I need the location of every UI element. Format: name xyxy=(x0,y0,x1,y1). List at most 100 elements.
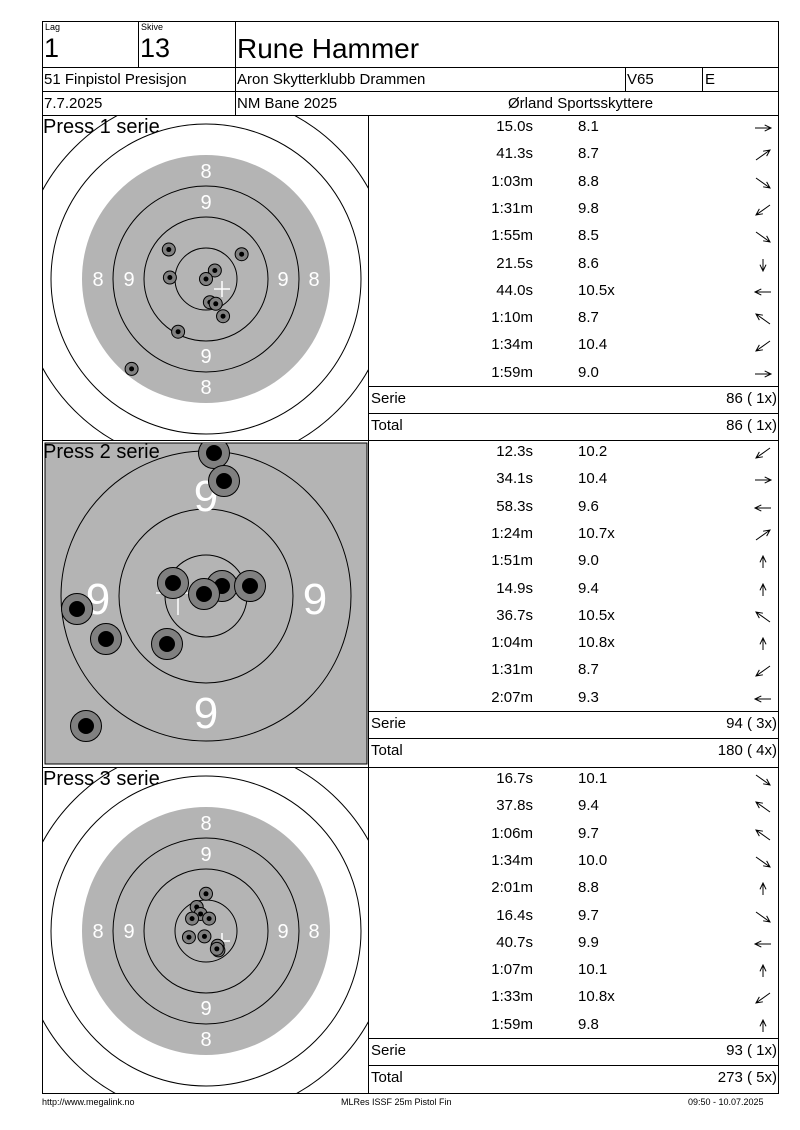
shot-time: 21.5s xyxy=(496,254,533,272)
shot-score: 9.4 xyxy=(578,579,599,597)
ring-number: 9 xyxy=(194,689,218,738)
header-divider xyxy=(235,21,236,115)
target-ring xyxy=(50,123,362,435)
total-label: Total xyxy=(371,742,403,759)
shot-score: 9.7 xyxy=(578,824,599,842)
direction-arrow-icon xyxy=(753,828,773,842)
lag-value: 1 xyxy=(44,33,60,63)
shot-score: 9.3 xyxy=(578,688,599,706)
ring-number: 6 xyxy=(200,439,211,441)
shot-time: 15.0s xyxy=(496,118,533,135)
direction-arrow-icon xyxy=(753,610,773,624)
header-divider xyxy=(138,21,139,67)
shot-score: 10.1 xyxy=(578,770,608,787)
shot-score: 8.8 xyxy=(578,879,599,897)
summary-divider xyxy=(369,711,779,712)
shot-hole xyxy=(188,578,220,610)
shot-time: 1:04m xyxy=(491,634,533,652)
mean-point-cross xyxy=(214,281,230,297)
shot-hole xyxy=(162,270,177,285)
target-ring xyxy=(112,185,300,373)
shot-time: 2:07m xyxy=(491,688,533,706)
shot-score: 8.7 xyxy=(578,661,599,679)
club-name: Aron Skytterklubb Drammen xyxy=(237,71,426,88)
skive-value: 13 xyxy=(140,33,171,63)
shot-hole xyxy=(161,242,176,257)
total-label: Total xyxy=(371,1069,403,1086)
shot-score: 10.4 xyxy=(578,336,608,354)
shot-time: 2:01m xyxy=(491,879,533,897)
series-title: Press 1 serie xyxy=(43,116,160,138)
shot-time: 16.7s xyxy=(496,770,533,787)
shot-score: 8.1 xyxy=(578,118,599,135)
direction-arrow-icon xyxy=(753,882,773,896)
target-ring xyxy=(143,868,269,994)
shot-hole xyxy=(197,929,212,944)
shot-score: 10.8x xyxy=(578,988,615,1006)
direction-arrow-icon xyxy=(753,473,773,487)
shot-time: 1:34m xyxy=(491,336,533,354)
series-divider xyxy=(42,440,779,441)
direction-arrow-icon xyxy=(753,203,773,217)
total-value: 86 ( 1x) xyxy=(726,417,777,434)
ring-number: 9 xyxy=(123,269,134,291)
venue-value: NM Bane 2025 xyxy=(237,95,338,112)
shot-score: 9.0 xyxy=(578,552,599,570)
target-3: 6666777788889999 xyxy=(43,768,369,1093)
header-divider xyxy=(42,91,779,92)
shot-time: 1:34m xyxy=(491,851,533,869)
ring-number: 8 xyxy=(200,161,211,183)
shot-time: 12.3s xyxy=(496,443,533,460)
ring-number: 7 xyxy=(339,269,350,291)
shot-score: 9.7 xyxy=(578,906,599,924)
ring-number: 8 xyxy=(200,813,211,835)
target-list-divider xyxy=(368,115,369,1094)
shot-score: 10.5x xyxy=(578,606,615,624)
footer-url[interactable]: http://www.megalink.no xyxy=(42,1097,135,1107)
shot-hole xyxy=(124,361,139,376)
shot-time: 1:33m xyxy=(491,988,533,1006)
shot-time: 58.3s xyxy=(496,497,533,515)
shot-score: 9.9 xyxy=(578,933,599,951)
direction-arrow-icon xyxy=(753,963,773,978)
shot-hole xyxy=(208,296,223,311)
shot-score: 10.0 xyxy=(578,851,608,869)
shot-hole xyxy=(198,443,230,469)
ring-number: 8 xyxy=(200,1029,211,1051)
ring-number: 6 xyxy=(200,116,211,121)
direction-arrow-icon xyxy=(753,800,773,814)
direction-arrow-icon xyxy=(753,528,773,542)
summary-divider xyxy=(369,413,779,414)
header-divider xyxy=(42,67,779,68)
ring-number: 8 xyxy=(308,269,319,291)
direction-arrow-icon xyxy=(753,339,773,353)
total-label: Total xyxy=(371,417,403,434)
ring-number: 7 xyxy=(200,782,211,804)
summary-divider xyxy=(369,738,779,739)
direction-arrow-icon xyxy=(753,501,773,515)
shot-time: 36.7s xyxy=(496,606,533,624)
direction-arrow-icon xyxy=(753,636,773,651)
shot-time: 14.9s xyxy=(496,579,533,597)
direction-arrow-icon xyxy=(753,855,773,869)
shot-score: 8.6 xyxy=(578,254,599,272)
ring-number: 6 xyxy=(200,1091,211,1093)
serie-label: Serie xyxy=(371,390,407,407)
ring-number: 8 xyxy=(308,921,319,943)
direction-arrow-icon xyxy=(753,121,773,135)
shot-time: 1:10m xyxy=(491,309,533,327)
direction-arrow-icon xyxy=(753,991,773,1005)
footer-timestamp: 09:50 - 10.07.2025 xyxy=(688,1097,764,1107)
shot-time: 1:31m xyxy=(491,199,533,217)
ring-number: 9 xyxy=(200,998,211,1020)
ring-number: 9 xyxy=(123,921,134,943)
shot-score: 9.4 xyxy=(578,797,599,815)
direction-arrow-icon xyxy=(753,555,773,569)
target-1: 6666777788889999 xyxy=(43,116,369,441)
direction-arrow-icon xyxy=(753,312,773,326)
date-value: 7.7.2025 xyxy=(44,95,103,112)
shot-hole xyxy=(208,465,240,497)
shot-hole xyxy=(234,247,249,262)
shot-score: 9.6 xyxy=(578,497,599,515)
